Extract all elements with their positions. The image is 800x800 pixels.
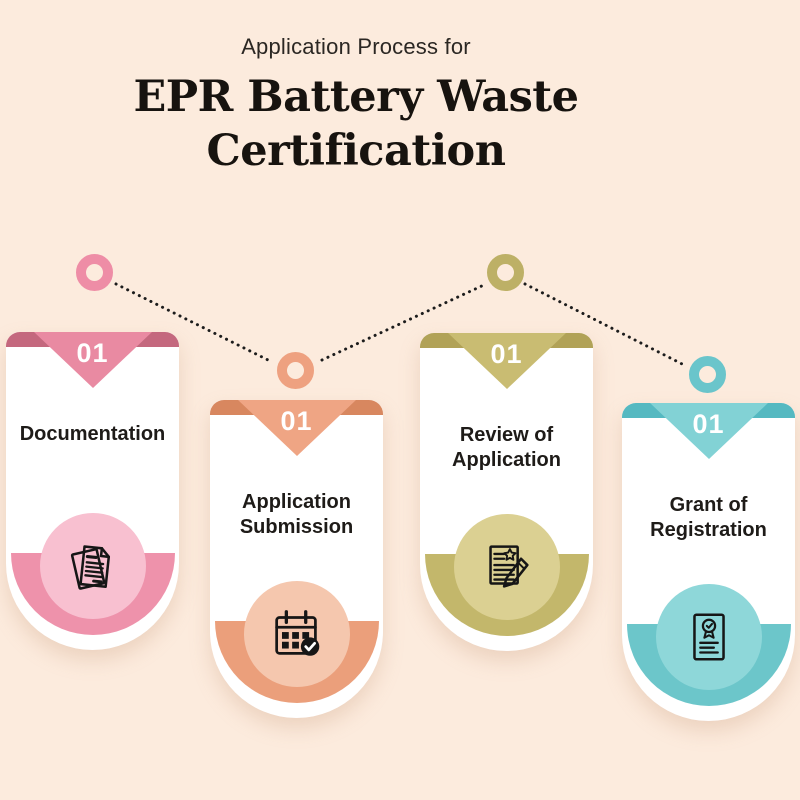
step-title: Documentation — [19, 423, 166, 445]
ribbon-triangle — [447, 333, 566, 389]
page-title-line1: EPR Battery Waste — [133, 72, 579, 122]
step-card-review-of-application: 01 Review of Application — [420, 333, 593, 651]
header: Application Process for EPR Battery Wast… — [0, 34, 712, 178]
milestone-ring-4 — [689, 356, 726, 393]
step-card-grant-of-registration: 01 Grant of Registration — [622, 403, 795, 721]
step-number: 01 — [692, 409, 725, 439]
step-icon-circle — [655, 584, 762, 690]
step-icon-circle — [39, 513, 146, 619]
documents-icon — [70, 545, 110, 590]
ribbon-triangle — [33, 332, 152, 388]
step-number: 01 — [76, 338, 109, 368]
step-title: Grant of Registration — [650, 494, 767, 541]
page-title: EPR Battery Waste Certification — [0, 70, 712, 178]
header-eyebrow: Application Process for — [241, 34, 471, 59]
step-icon-circle — [453, 514, 560, 620]
page-title-line2: Certification — [206, 126, 506, 177]
step-title: Application Submission — [239, 491, 354, 538]
milestone-ring-3 — [487, 254, 524, 291]
step-card-documentation: 01 Documentation — [6, 332, 179, 650]
step-number: 01 — [490, 339, 523, 369]
step-icon-circle — [243, 581, 350, 687]
step-number: 01 — [280, 406, 313, 436]
step-title: Review of Application — [452, 424, 561, 471]
reviewed-document-icon — [488, 545, 529, 588]
ribbon-triangle — [237, 400, 356, 456]
calendar-check-icon — [274, 610, 319, 656]
milestone-ring-2 — [277, 352, 314, 389]
ribbon-triangle — [649, 403, 768, 459]
step-card-application-submission: 01 Application Submission — [210, 400, 383, 718]
milestone-ring-1 — [76, 254, 113, 291]
certificate-icon — [692, 613, 725, 661]
